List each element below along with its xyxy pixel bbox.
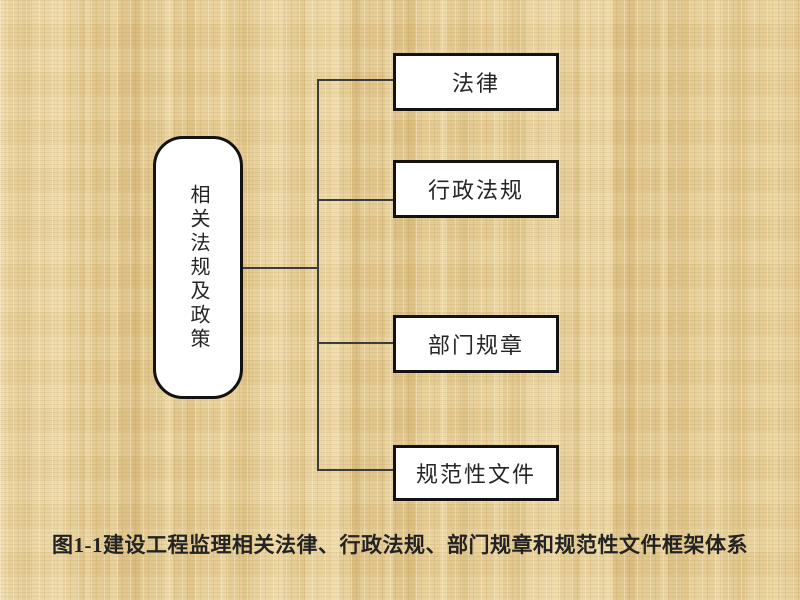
- connector-branch-departmental-rules: [318, 342, 394, 344]
- diagram-node-departmental-rules: 部门规章: [393, 315, 559, 373]
- connector-branch-normative-documents: [318, 469, 396, 471]
- diagram-root-node: 相关法规及政策: [153, 136, 243, 399]
- diagram-node-law: 法律: [393, 53, 559, 111]
- node-label: 行政法规: [427, 178, 524, 203]
- node-label: 部门规章: [427, 333, 524, 358]
- diagram-node-normative-documents: 规范性文件: [393, 445, 559, 501]
- node-label: 规范性文件: [415, 462, 536, 487]
- node-label: 法律: [451, 71, 500, 96]
- figure-caption: 图1-1建设工程监理相关法律、行政法规、部门规章和规范性文件框架体系: [52, 533, 748, 557]
- diagram-node-administrative-regulations: 行政法规: [393, 160, 559, 218]
- connector-branch-law: [318, 79, 394, 81]
- connector-branch-administrative-regulations: [318, 199, 394, 201]
- connector-trunk: [317, 79, 319, 471]
- connector-root-feeder: [242, 267, 318, 269]
- root-node-label: 相关法规及政策: [187, 183, 209, 352]
